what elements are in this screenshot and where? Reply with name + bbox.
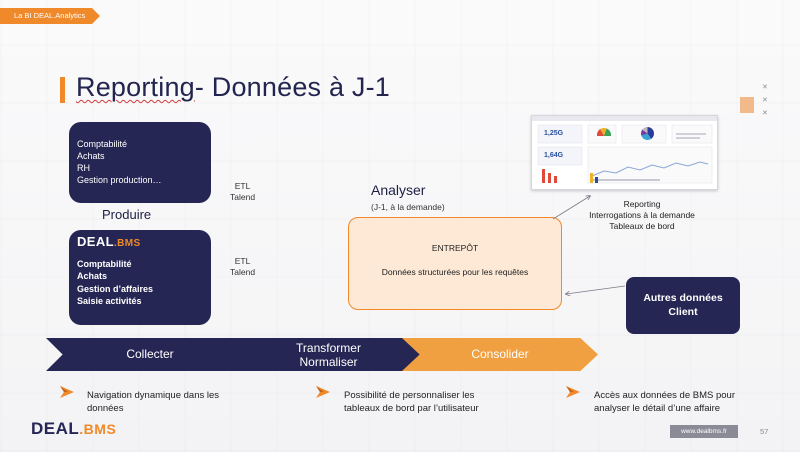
dashboard-topbar: [532, 116, 717, 121]
dashboard-pie-icon: [641, 127, 654, 140]
analyser-title: Analyser: [371, 182, 426, 198]
page-number: 57: [760, 427, 769, 436]
decorative-cross: ✕: [762, 97, 768, 104]
dealbms-item: Gestion d’affaires: [77, 283, 154, 294]
analyser-subtitle: (J-1, à la demande): [371, 202, 445, 212]
title-part2: - Données à J-1: [194, 72, 390, 102]
arrow-bullet-icon: [566, 386, 580, 398]
title-accent-bar: [60, 77, 65, 103]
autres-donnees-box: Autres données Client: [626, 277, 740, 334]
title-part1: Reporting: [76, 72, 195, 102]
decorative-cross: ✕: [762, 84, 768, 91]
source-item: Gestion production…: [77, 175, 162, 185]
produire-label: Produire: [102, 207, 152, 222]
dealbms-logo: DEAL.BMS: [77, 234, 141, 249]
section-ribbon: La BI DEAL.Analytics: [0, 8, 100, 24]
dashboard-kpi: 1,25G: [544, 130, 564, 137]
process-step-consolider: Consolider: [402, 338, 598, 371]
dealbms-box: DEAL.BMS Comptabilité Achats Gestion d’a…: [69, 230, 211, 325]
arrow-bullet-icon: [316, 386, 330, 398]
source-item: Comptabilité: [77, 139, 128, 149]
reporting-label: Reporting Interrogations à la demande Ta…: [589, 199, 695, 231]
process-step-transformer: Transformer Normaliser: [237, 338, 420, 371]
dashboard-kpi: 1,64G: [544, 152, 564, 159]
entrepot-description: Données structurées pour les requêtes: [381, 267, 529, 277]
process-step-collecter: Collecter: [46, 338, 254, 371]
source-item: Achats: [77, 151, 105, 161]
dashboard-gauge-icon: [597, 128, 611, 136]
slide-title: Reporting- Données à J-1: [76, 72, 390, 103]
decorative-cross: ✕: [762, 110, 768, 117]
footer-logo: DEAL.BMS: [31, 419, 117, 438]
dashboard-thumbnail: 1,25G 1,64G: [531, 115, 718, 190]
website-url[interactable]: www.dealbms.fr: [670, 425, 738, 438]
arrow-bullet-icon: [60, 386, 74, 398]
sources-box: Comptabilité Achats RH Gestion productio…: [69, 122, 211, 203]
decorative-square: [740, 97, 754, 113]
entrepot-box: ENTREPÔT Données structurées pour les re…: [348, 217, 562, 310]
entrepot-title: ENTREPÔT: [431, 243, 479, 253]
dealbms-item: Comptabilité: [77, 258, 132, 269]
dealbms-item: Achats: [77, 271, 108, 281]
dealbms-item: Saisie activités: [77, 296, 142, 306]
source-item: RH: [77, 163, 90, 173]
